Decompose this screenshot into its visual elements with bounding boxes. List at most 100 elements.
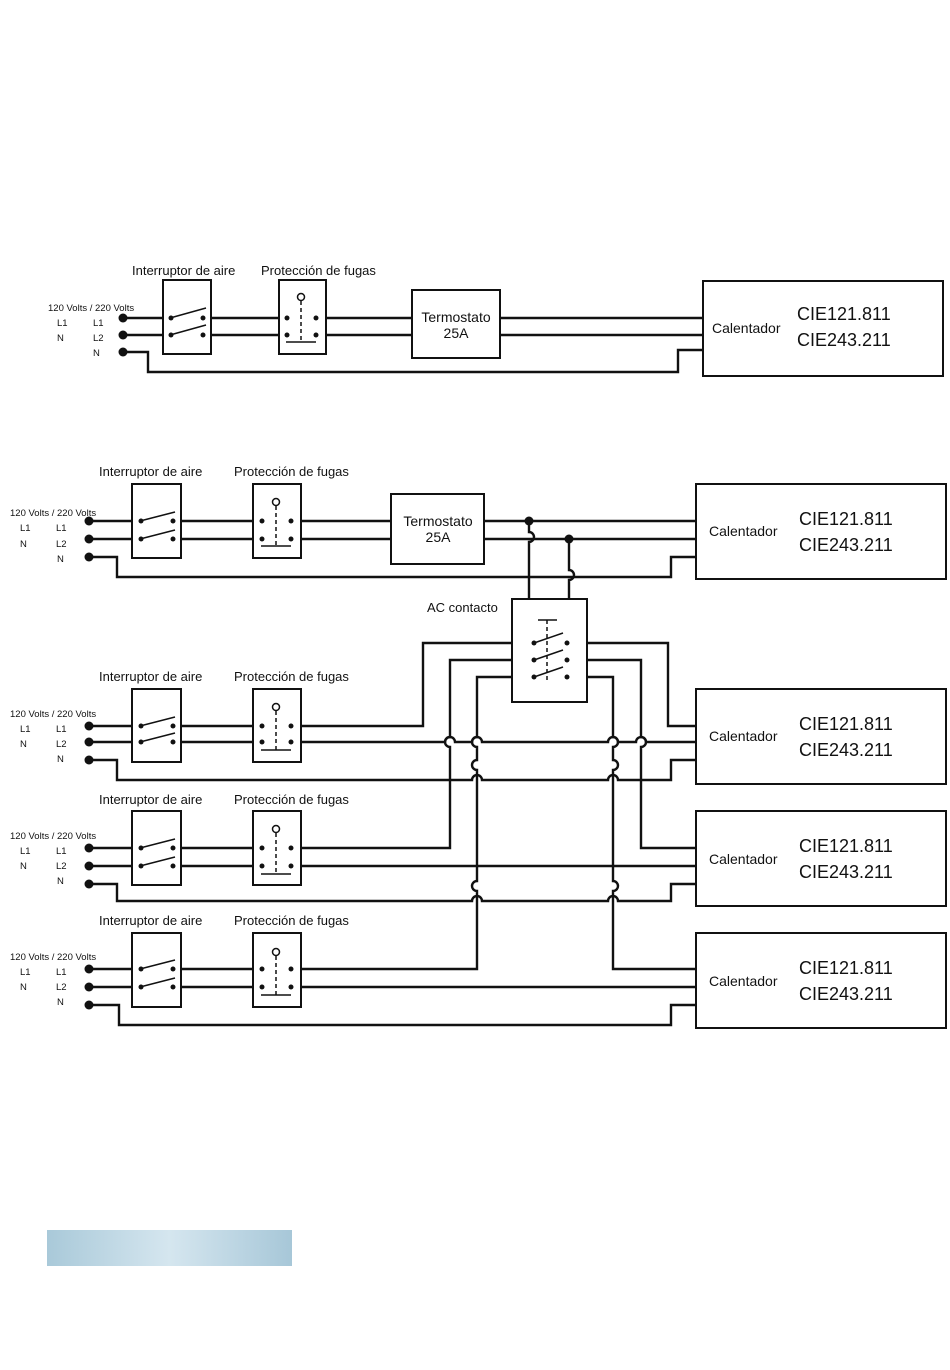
contact-dot bbox=[288, 863, 294, 869]
contact-dot bbox=[138, 966, 144, 972]
heater-label: Calentador bbox=[712, 320, 781, 336]
contact-dot bbox=[564, 640, 570, 646]
heater-label: Calentador bbox=[709, 523, 778, 539]
contact-dot bbox=[259, 966, 265, 972]
heater-box bbox=[695, 932, 947, 1029]
contact-dot bbox=[259, 984, 265, 990]
supply-n-left: N bbox=[20, 739, 27, 750]
contact-dot bbox=[564, 674, 570, 680]
contact-dot bbox=[259, 863, 265, 869]
contact-dot bbox=[170, 863, 176, 869]
supply-l1-right: L1 bbox=[56, 846, 67, 857]
breaker-contact bbox=[139, 856, 176, 867]
supply-n-left: N bbox=[20, 982, 27, 993]
supply-n-right: N bbox=[57, 554, 64, 565]
contact-dot bbox=[138, 518, 144, 524]
contact-dot bbox=[170, 536, 176, 542]
supply-n-right: N bbox=[93, 348, 100, 359]
contact-dot bbox=[170, 723, 176, 729]
supply-n-right: N bbox=[57, 876, 64, 887]
heater-model-2: CIE243.211 bbox=[799, 740, 893, 760]
contact-dot bbox=[259, 845, 265, 851]
contact-dot bbox=[200, 332, 206, 338]
supply-l2: L2 bbox=[93, 333, 104, 344]
contact-dot bbox=[284, 315, 290, 321]
supply-l1-right: L1 bbox=[56, 724, 67, 735]
contactor-contact bbox=[533, 649, 564, 661]
breaker-label: Interruptor de aire bbox=[132, 263, 235, 278]
thermostat-box bbox=[411, 289, 501, 359]
supply-l1-right: L1 bbox=[56, 967, 67, 978]
rcd-label: Protección de fugas bbox=[234, 913, 349, 928]
heater-box bbox=[695, 483, 947, 580]
contactor-contact bbox=[533, 666, 564, 678]
contact-dot bbox=[138, 984, 144, 990]
breaker-contact bbox=[139, 959, 176, 970]
rcd-test-button bbox=[271, 497, 281, 507]
diagram-contactor-heaters: 120 Volts / 220 Volts L1 L1 N L2 N Inter… bbox=[10, 464, 947, 1029]
supply-l2: L2 bbox=[56, 539, 67, 550]
contact-dot bbox=[170, 984, 176, 990]
rcd-label: Protección de fugas bbox=[261, 263, 376, 278]
contact-dot bbox=[288, 723, 294, 729]
wire-neutral bbox=[89, 758, 696, 782]
breaker-contact bbox=[139, 838, 176, 849]
heater-label: Calentador bbox=[709, 851, 778, 867]
supply-voltage-label: 120 Volts / 220 Volts bbox=[10, 831, 96, 842]
supply-l1-left: L1 bbox=[57, 318, 68, 329]
thermostat-label: Termostato bbox=[421, 309, 490, 325]
row-heater-3: 120 Volts / 220 Volts L1 L1 N L2 N Inter… bbox=[10, 792, 947, 907]
contact-dot bbox=[200, 315, 206, 321]
supply-n-left: N bbox=[57, 333, 64, 344]
breaker-label: Interruptor de aire bbox=[99, 464, 202, 479]
contact-dot bbox=[288, 739, 294, 745]
heater-model-1: CIE121.811 bbox=[799, 836, 893, 856]
contact-dot bbox=[138, 845, 144, 851]
thermostat-rating: 25A bbox=[444, 325, 470, 341]
wire-neutral bbox=[89, 555, 696, 579]
footer-color-bar bbox=[47, 1230, 292, 1266]
supply-voltage-label: 120 Volts / 220 Volts bbox=[10, 709, 96, 720]
breaker-contact bbox=[139, 511, 176, 522]
contact-dot bbox=[170, 966, 176, 972]
row-heater-4: 120 Volts / 220 Volts L1 L1 N L2 N Inter… bbox=[10, 913, 947, 1029]
thermostat-rating: 25A bbox=[426, 529, 452, 545]
contact-dot bbox=[531, 640, 537, 646]
supply-l1-left: L1 bbox=[20, 523, 31, 534]
contact-dot bbox=[138, 863, 144, 869]
rcd-label: Protección de fugas bbox=[234, 669, 349, 684]
contact-dot bbox=[168, 315, 174, 321]
contact-dot bbox=[170, 845, 176, 851]
supply-l2: L2 bbox=[56, 861, 67, 872]
contact-dot bbox=[313, 315, 319, 321]
supply-l2: L2 bbox=[56, 739, 67, 750]
contact-dot bbox=[138, 723, 144, 729]
diagram-single-heater: 120 Volts / 220 Volts L1 L1 N L2 N Inter… bbox=[48, 263, 944, 377]
heater-model-2: CIE243.211 bbox=[799, 984, 893, 1004]
supply-n-right: N bbox=[57, 997, 64, 1008]
contact-dot bbox=[259, 723, 265, 729]
contact-dot bbox=[259, 518, 265, 524]
contact-dot bbox=[170, 518, 176, 524]
contact-dot bbox=[564, 657, 570, 663]
contact-dot bbox=[288, 536, 294, 542]
supply-l1-left: L1 bbox=[20, 724, 31, 735]
contactor-in-row2 bbox=[318, 641, 512, 728]
supply-voltage-label: 120 Volts / 220 Volts bbox=[10, 952, 96, 963]
breaker-label: Interruptor de aire bbox=[99, 792, 202, 807]
contact-dot bbox=[288, 984, 294, 990]
heater-label: Calentador bbox=[709, 973, 778, 989]
supply-l1-right: L1 bbox=[93, 318, 104, 329]
heater-model-1: CIE121.811 bbox=[799, 509, 893, 529]
heater-box bbox=[702, 280, 944, 377]
contact-dot bbox=[288, 845, 294, 851]
contact-dot bbox=[138, 536, 144, 542]
rcd-label: Protección de fugas bbox=[234, 792, 349, 807]
heater-model-2: CIE243.211 bbox=[799, 535, 893, 555]
coil-feed-l2 bbox=[567, 539, 576, 599]
wire-neutral bbox=[89, 882, 696, 903]
contactor-out-row2 bbox=[587, 641, 696, 728]
thermostat-label: Termostato bbox=[403, 513, 472, 529]
rcd-test-button bbox=[296, 292, 306, 302]
